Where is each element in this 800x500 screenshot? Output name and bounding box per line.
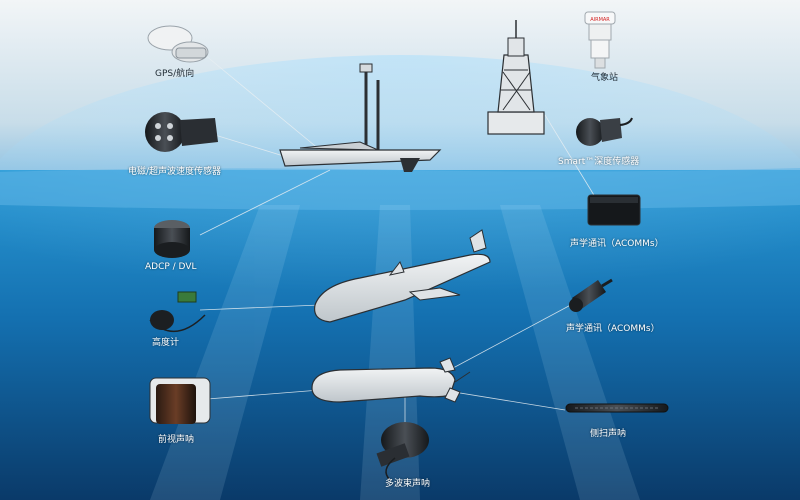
- depth-sensor-icon: [576, 117, 633, 146]
- gps-antenna-icon: [147, 25, 209, 63]
- acomms-auv-label: 声学通讯（ACOMMs）: [566, 324, 660, 334]
- acomms-box-icon: [587, 194, 641, 226]
- adcp-dvl-label: ADCP / DVL: [145, 262, 197, 272]
- auv-upper-icon: [313, 229, 491, 323]
- side-scan-sonar-icon: [565, 403, 669, 413]
- acomms-buoy-label: 声学通讯（ACOMMs）: [570, 239, 664, 249]
- weather-station-brand-icon: AIRMAR: [590, 17, 610, 23]
- connector-lines: [194, 34, 601, 430]
- gps-label: GPS/航向: [155, 69, 195, 79]
- multibeam-sonar-icon: [376, 422, 429, 481]
- auv-lower-icon: [311, 357, 471, 403]
- altimeter-label: 高度计: [152, 338, 180, 348]
- em-sensor-label: 电磁/超声波速度传感器: [128, 167, 222, 177]
- adcp-dvl-icon: [154, 220, 190, 258]
- side-scan-label: 侧扫声呐: [590, 429, 627, 439]
- depth-sensor-label: Smart™深度传感器: [558, 157, 640, 167]
- forward-sonar-label: 前视声呐: [158, 435, 195, 445]
- acomms-transducer-icon: [569, 278, 613, 312]
- weather-station-label: 气象站: [591, 73, 619, 83]
- multibeam-label: 多波束声呐: [385, 479, 431, 489]
- speed-sensor-icon: [145, 112, 218, 152]
- weather-station-icon: AIRMAR: [584, 11, 616, 69]
- buoy-tower-icon: [487, 20, 545, 135]
- water-surface: [0, 168, 800, 210]
- surface-vessel-icon: [279, 63, 442, 172]
- forward-sonar-icon: [149, 377, 211, 424]
- altimeter-icon: [149, 291, 206, 333]
